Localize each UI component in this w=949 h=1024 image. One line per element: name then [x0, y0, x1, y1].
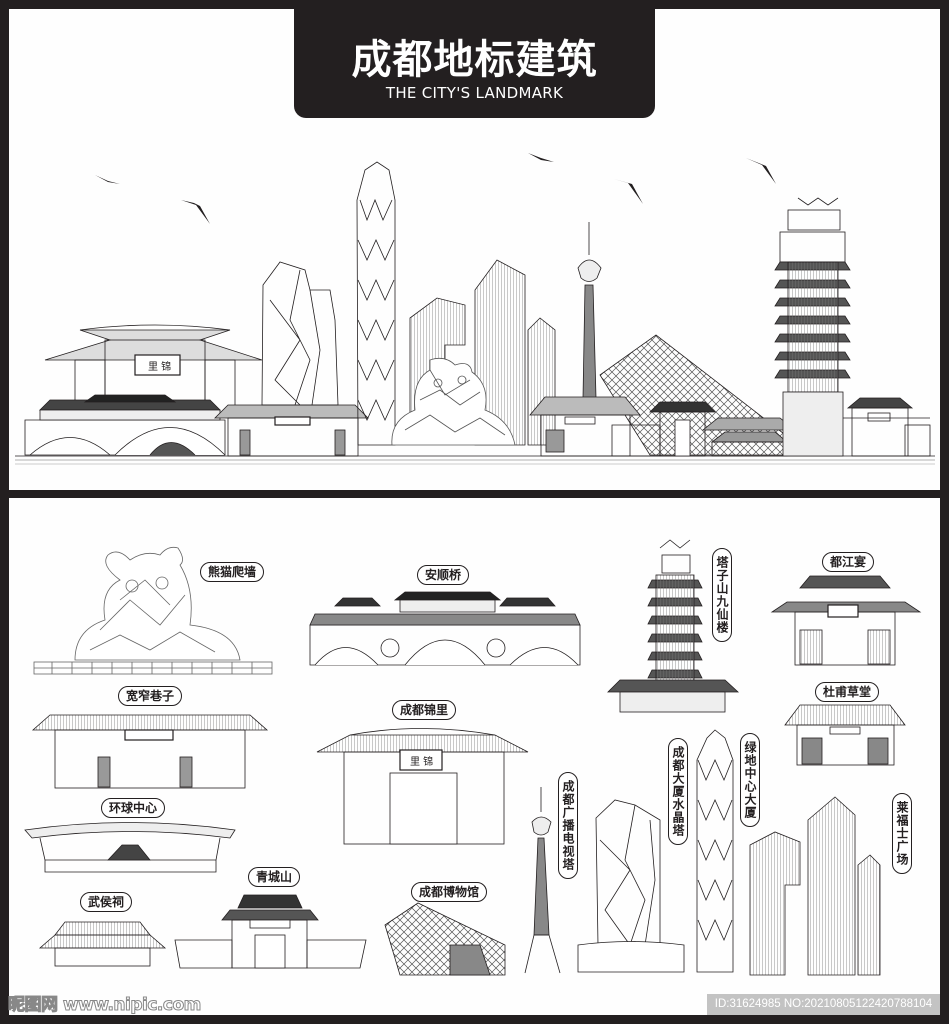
label-global-center: 环球中心	[101, 798, 166, 818]
raffles-plaza-icon	[749, 796, 881, 976]
panda-sculpture-icon	[391, 357, 516, 446]
svg-text:里 锦: 里 锦	[148, 360, 171, 373]
page-subtitle: THE CITY'S LANDMARK	[385, 84, 564, 102]
dufu-cottage-icon	[529, 396, 641, 457]
bird-icon	[95, 153, 776, 224]
label-dujiangyan: 都江宴	[822, 552, 875, 572]
label-crystal-tower: 成都大厦水晶塔	[668, 738, 688, 845]
label-museum: 成都博物馆	[411, 882, 488, 902]
crystal-tower-icon	[577, 799, 685, 973]
label-wuhou-temple: 武侯祠	[80, 892, 133, 912]
jiuxian-tower-icon	[607, 539, 740, 713]
anshun-bridge-icon	[24, 394, 226, 456]
jinli-gate-icon: 里 锦	[44, 324, 263, 416]
page-title: 成都地标建筑	[351, 37, 598, 83]
label-kuanzhai-alley: 宽窄巷子	[118, 686, 183, 706]
qingcheng-gate-icon	[174, 894, 367, 969]
dufu-cottage-icon	[784, 704, 906, 766]
watermark-site: 昵图网 www.nipic.com	[8, 995, 202, 1016]
label-greenland-center: 绿地中心大厦	[740, 733, 760, 827]
svg-text:里 锦: 里 锦	[410, 755, 433, 768]
crystal-tower-icon	[261, 261, 339, 406]
watermark-id: ID:31624985 NO:20210805122420788104	[707, 994, 940, 1015]
label-tv-tower: 成都广播电视塔	[558, 772, 578, 879]
wuhou-temple-icon	[701, 417, 797, 457]
label-jiuxian-tower: 塔子山九仙楼	[712, 548, 732, 642]
label-qingcheng: 青城山	[248, 867, 301, 887]
museum-icon	[384, 902, 506, 976]
global-center-icon	[24, 822, 236, 873]
panda-wall-icon	[33, 546, 273, 675]
qingcheng-gate-icon	[611, 401, 716, 457]
dujiangyan-gate-icon	[843, 397, 931, 457]
greenland-center-icon	[356, 161, 396, 446]
kuanzhai-alley-icon	[31, 714, 269, 789]
title-banner: 成都地标建筑 THE CITY'S LANDMARK	[294, 0, 655, 118]
dujiangyan-gate-icon	[770, 575, 922, 666]
label-dufu-cottage: 杜甫草堂	[815, 682, 880, 702]
wuhou-temple-icon	[38, 921, 167, 967]
label-raffles-plaza: 莱福士广场	[892, 793, 912, 874]
tv-tower-icon	[577, 222, 602, 399]
jinli-gate-icon: 里 锦	[316, 728, 529, 845]
label-anshun-bridge: 安顺桥	[417, 565, 470, 585]
tv-tower-icon	[524, 787, 561, 974]
anshun-bridge-icon	[309, 591, 581, 666]
label-jinli: 成都锦里	[392, 700, 457, 720]
jiuxian-tower-icon	[774, 197, 851, 457]
label-panda-wall: 熊猫爬墙	[200, 562, 265, 582]
greenland-center-icon	[696, 729, 734, 973]
